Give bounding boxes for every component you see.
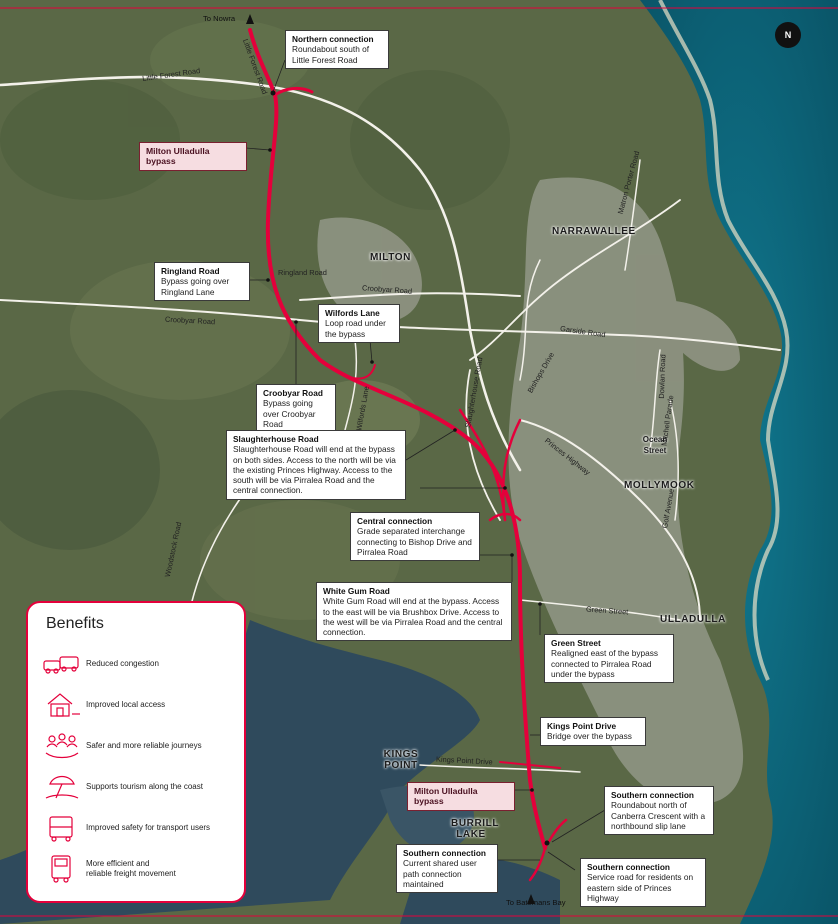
benefit-label: Safer and more reliable journeys: [86, 740, 202, 750]
people-hands-icon: [45, 732, 79, 758]
benefits-title: Benefits: [46, 615, 104, 632]
direction-south: To Batemans Bay: [506, 898, 566, 907]
town-kings-point: KINGS POINT: [383, 749, 419, 771]
road-dowlan: Dowlan Road: [656, 354, 668, 399]
town-mollymook: MOLLYMOOK: [624, 480, 695, 491]
callout-croobyar-road: Croobyar Road Bypass going over Croobyar…: [256, 384, 336, 434]
callout-bypass-south: Milton Ulladulla bypass: [407, 782, 515, 811]
benefit-item: Supports tourism along the coast: [42, 766, 230, 807]
benefit-label: More efficient and reliable freight move…: [86, 858, 176, 878]
town-ulladulla: ULLADULLA: [660, 614, 726, 625]
town-burrill-lake: BURRILL LAKE: [451, 818, 500, 840]
benefit-item: Safer and more reliable journeys: [42, 725, 230, 766]
benefit-label: Improved local access: [86, 699, 166, 709]
truck-icon: [51, 854, 71, 883]
callout-green-street: Green Street Realigned east of the bypas…: [544, 634, 674, 684]
callout-ringland-road: Ringland Road Bypass going over Ringland…: [154, 262, 250, 301]
benefit-item: Reduced congestion: [42, 643, 230, 684]
callout-slaughterhouse-road: Slaughterhouse Road Slaughterhouse Road …: [226, 430, 406, 500]
benefit-item: Improved local access: [42, 684, 230, 725]
town-milton: MILTON: [370, 252, 412, 263]
congestion-icon: [43, 655, 79, 674]
benefit-item: Improved safety for transport users: [42, 807, 230, 848]
callout-southern-connection-east: Southern connection Service road for res…: [580, 858, 706, 908]
benefit-label: Supports tourism along the coast: [86, 781, 203, 791]
road-ringland: Ringland Road: [278, 268, 327, 277]
benefit-label: Reduced congestion: [86, 658, 159, 668]
callout-bypass-north: Milton Ulladulla bypass: [139, 142, 247, 171]
callout-southern-connection-north: Southern connection Roundabout north of …: [604, 786, 714, 836]
callout-southern-connection-west: Southern connection Current shared user …: [396, 844, 498, 894]
benefit-item: More efficient and reliable freight move…: [42, 848, 230, 889]
callout-wilfords-lane: Wilfords Lane Loop road under the bypass: [318, 304, 400, 343]
callout-kings-point-drive: Kings Point Drive Bridge over the bypass: [540, 717, 646, 746]
bus-icon: [49, 815, 73, 842]
callout-northern-connection: Northern connection Roundabout south of …: [285, 30, 389, 69]
house-access-icon: [47, 692, 80, 717]
callout-central-connection: Central connection Grade separated inter…: [350, 512, 480, 562]
label-ocean-street: Ocean Street: [642, 435, 668, 455]
benefits-panel: Benefits Reduced congestion Improved loc…: [26, 601, 246, 903]
beach-umbrella-icon: [45, 775, 79, 799]
direction-north: To Nowra: [203, 14, 236, 23]
benefit-label: Improved safety for transport users: [86, 822, 211, 832]
callout-white-gum-road: White Gum Road White Gum Road will end a…: [316, 582, 512, 642]
town-narrawallee: NARRAWALLEE: [552, 226, 636, 237]
north-arrow-icon: N: [775, 22, 801, 48]
